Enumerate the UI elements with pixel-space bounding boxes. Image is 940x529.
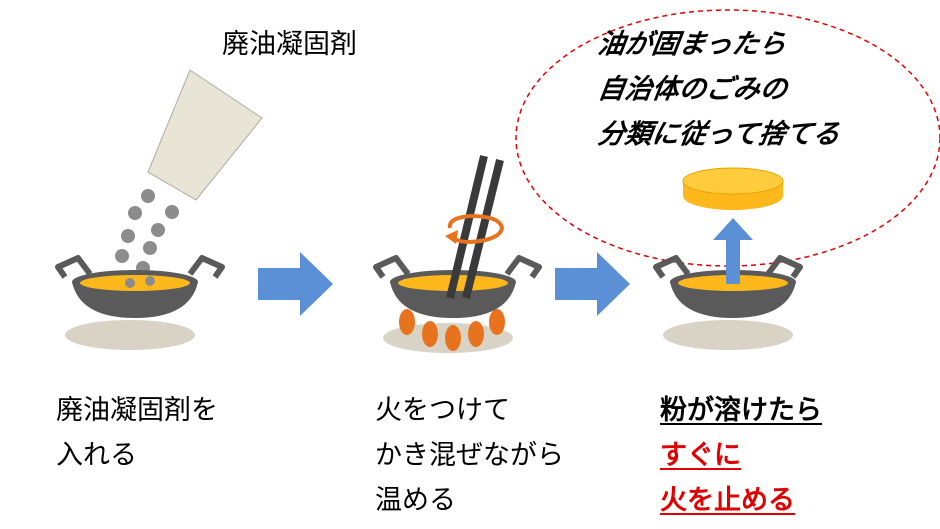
step3-line-3: 火を止める — [660, 485, 795, 516]
arrow-right-icon-2 — [555, 252, 630, 316]
chopsticks-icon — [446, 155, 504, 299]
solidified-oil-icon — [682, 167, 784, 210]
step2-line-3: 温める — [375, 485, 456, 516]
coagulant-bag-icon — [147, 69, 263, 201]
step1-line-2: 入れる — [56, 440, 137, 471]
stir-rotation-icon — [445, 213, 505, 245]
pan-shadow-1 — [65, 320, 195, 350]
step2-line-2: かき混ぜながら — [375, 440, 564, 471]
frying-pan-2-icon — [373, 255, 542, 318]
arrow-up-icon — [713, 218, 753, 284]
step1-line-1: 廃油凝固剤を — [56, 395, 218, 426]
frying-pan-1-icon — [55, 255, 225, 318]
arrow-right-icon-1 — [258, 252, 333, 316]
callout-line-2: 自治体のごみの — [595, 74, 790, 105]
step3-line-2: すぐに — [660, 440, 741, 471]
callout-line-3: 分類に従って捨てる — [595, 119, 842, 150]
step3-line-1: 粉が溶けたら — [660, 395, 822, 426]
pan-shadow-3 — [663, 320, 793, 350]
granules-icon — [115, 189, 179, 275]
flame-icon — [399, 309, 505, 351]
coagulant-label: 廃油凝固剤 — [222, 29, 357, 60]
step2-line-1: 火をつけて — [375, 395, 510, 426]
callout-line-1: 油が固まったら — [595, 29, 789, 60]
